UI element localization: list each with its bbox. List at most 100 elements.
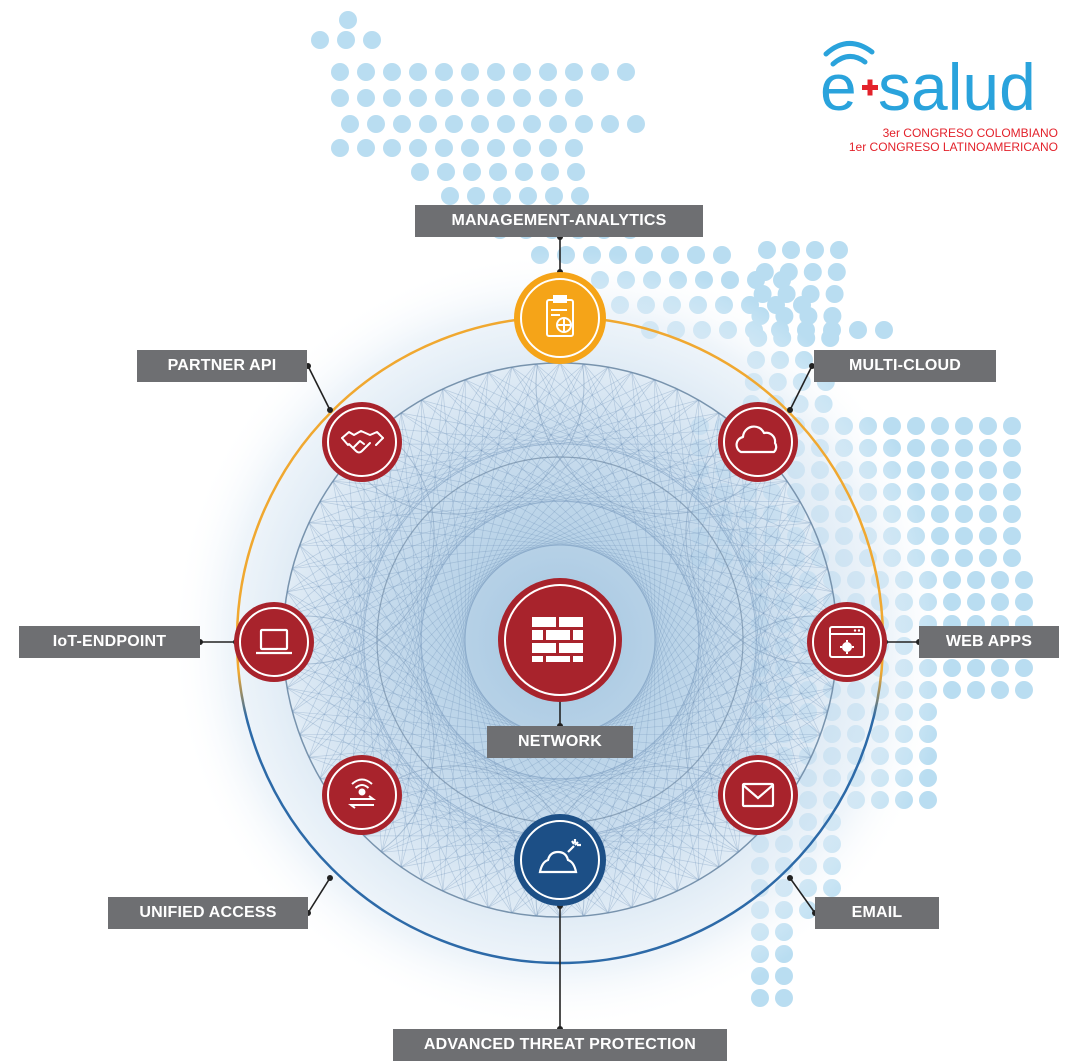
map-dot (803, 263, 822, 281)
mesh-line (287, 687, 739, 853)
map-dot (825, 285, 844, 303)
map-dot (955, 527, 973, 545)
mesh-line (654, 379, 821, 735)
map-dot (357, 63, 375, 81)
mesh-line (442, 388, 812, 758)
mesh-line (421, 367, 513, 880)
mesh-line (442, 388, 837, 665)
map-dot (409, 139, 427, 157)
mesh-line (559, 363, 801, 779)
mesh-line (559, 363, 739, 853)
handshake-icon (341, 430, 384, 454)
map-dot (515, 163, 533, 181)
map-dot (1003, 417, 1021, 435)
multi-cloud-node[interactable] (716, 400, 800, 484)
mesh-line (347, 461, 837, 641)
map-dot (601, 115, 619, 133)
map-dot (661, 246, 679, 264)
web-apps-node[interactable] (805, 600, 889, 684)
email-node[interactable] (716, 753, 800, 837)
mesh-line (381, 427, 833, 593)
mesh-line (654, 427, 739, 901)
mesh-line (332, 413, 402, 799)
mesh-line (319, 501, 422, 880)
connector-dot (787, 407, 793, 413)
map-dot (955, 417, 973, 435)
map-dot (331, 89, 349, 107)
mesh-line (287, 591, 739, 853)
mesh-line (286, 366, 513, 689)
map-dot (571, 187, 589, 205)
laptop-icon (256, 628, 292, 655)
map-dot (341, 115, 359, 133)
mesh-line (465, 501, 801, 901)
map-dot (435, 89, 453, 107)
mesh-line (363, 444, 489, 908)
network-node[interactable] (495, 575, 625, 705)
browser-gear-icon (829, 626, 865, 658)
map-dot (849, 321, 867, 339)
map-dot (513, 89, 531, 107)
mesh-line (381, 687, 833, 853)
mesh-line (308, 522, 828, 569)
map-dot (967, 659, 985, 677)
map-dot (801, 285, 820, 303)
map-dot (409, 89, 427, 107)
mesh-line (363, 443, 837, 665)
map-dot (931, 461, 949, 479)
mesh-line (332, 372, 632, 800)
map-dot (931, 439, 949, 457)
map-dot (875, 321, 893, 339)
mesh-line (400, 663, 837, 868)
map-dot (1003, 505, 1021, 523)
unified-access-node[interactable] (320, 753, 404, 837)
mesh-line (292, 443, 756, 569)
mesh-line (421, 399, 837, 641)
map-dot (713, 246, 731, 264)
map-dot (463, 163, 481, 181)
management-analytics-node[interactable] (512, 270, 608, 366)
map-dot (513, 63, 531, 81)
label-web-apps: WEB APPS (919, 626, 1059, 658)
map-dot (955, 505, 973, 523)
map-dot (467, 187, 485, 205)
partner-api-node[interactable] (320, 400, 404, 484)
mesh-line (283, 615, 537, 917)
mesh-line (465, 379, 834, 689)
mesh-line (511, 366, 821, 735)
mesh-line (676, 522, 812, 892)
mesh-line (299, 399, 699, 735)
mesh-line (347, 461, 513, 913)
mesh-line (283, 363, 537, 665)
map-dot (545, 187, 563, 205)
mesh-line (488, 372, 828, 569)
mesh-line (421, 545, 821, 881)
map-dot (441, 187, 459, 205)
map-dot (549, 115, 567, 133)
label-multi-cloud: MULTI-CLOUD (814, 350, 996, 382)
mesh-line (333, 412, 719, 482)
map-dot (539, 63, 557, 81)
mesh-line (283, 363, 585, 617)
map-dot (1003, 461, 1021, 479)
mesh-line (559, 639, 837, 917)
map-dot (363, 31, 381, 49)
mesh-line (292, 568, 489, 908)
mesh-line (381, 379, 466, 853)
svg-text:salud: salud (878, 50, 1036, 124)
map-dot (979, 527, 997, 545)
map-dot (493, 187, 511, 205)
mesh-line (283, 412, 720, 617)
iot-endpoint-node[interactable] (232, 600, 316, 684)
label-network: NETWORK (487, 726, 633, 758)
firewall-icon (532, 617, 583, 662)
mesh-line (308, 388, 444, 758)
esalud-logo: e salud 3er CONGRESO COLOMBIANO 1er CONG… (820, 34, 1060, 164)
map-dot (627, 115, 645, 133)
advanced-threat-protection-node[interactable] (512, 812, 608, 908)
mesh-line (400, 568, 828, 868)
mesh-line (292, 568, 720, 868)
map-dot (1015, 571, 1033, 589)
mesh-line (286, 591, 513, 914)
mesh-line (421, 400, 513, 913)
